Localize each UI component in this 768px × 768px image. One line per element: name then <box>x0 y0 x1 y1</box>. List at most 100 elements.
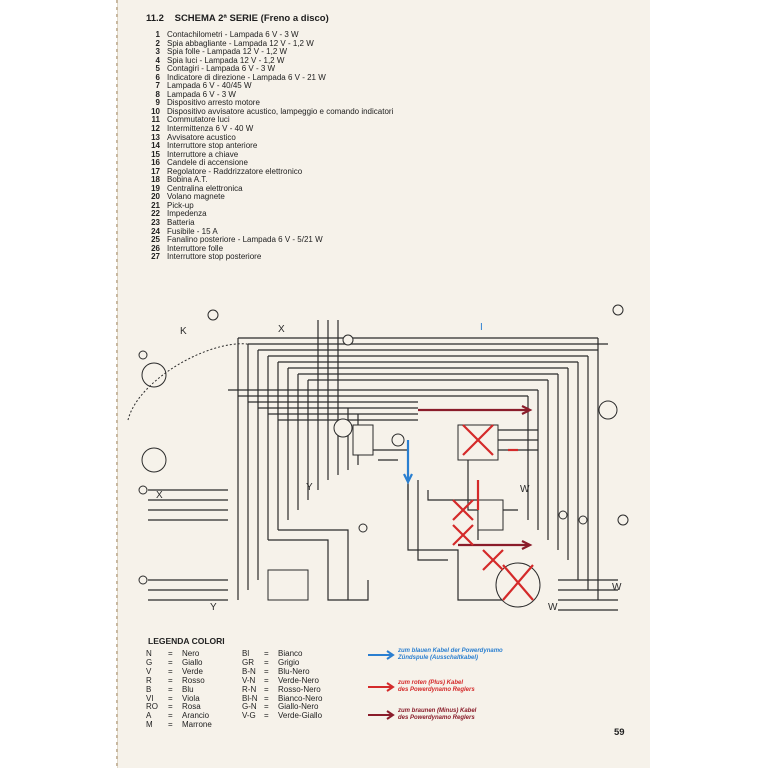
color-name: Viola <box>182 693 200 703</box>
annotation-marks <box>403 405 534 601</box>
part-number: 16 <box>151 158 160 168</box>
part-description: Contachilometri - Lampada 6 V - 3 W <box>167 30 299 39</box>
part-description: Contagiri - Lampada 6 V - 3 W <box>167 64 276 74</box>
part-description: Fanalino posteriore - Lampada 6 V - 5/21… <box>167 235 323 245</box>
label-blue-mark: I <box>480 322 483 333</box>
part-description: Bobina A.T. <box>167 175 208 185</box>
annotation-blue-line1: zum blauen Kabel der Powerdynamo <box>398 648 503 654</box>
section-number: 11.2 <box>146 13 164 24</box>
part-item: 16 Candele di accensione <box>142 159 402 168</box>
annotation-blue: zum blauen Kabel der Powerdynamo Zündspu… <box>368 648 503 662</box>
legend-entry: B-N=Blu-Nero <box>242 666 322 677</box>
equals-sign: = <box>264 657 269 667</box>
part-description: Commutatore luci <box>167 115 230 125</box>
label-x-top: X <box>278 324 285 335</box>
annotation-red-line2: des Powerdynamo Reglers <box>398 687 475 693</box>
part-description: Dispositivo avvisatore acustico, lampegg… <box>167 106 394 116</box>
equals-sign: = <box>264 693 269 703</box>
part-description: Interruttore folle <box>167 243 224 253</box>
part-number: 21 <box>151 200 160 210</box>
annotation-red-line1: zum roten (Plus) Kabel <box>398 680 464 686</box>
equals-sign: = <box>264 649 269 658</box>
color-code: V-G <box>242 711 256 721</box>
part-description: Dispositivo arresto motore <box>167 98 260 108</box>
equals-sign: = <box>168 657 173 667</box>
legend-entry: V-N = Verde-Nero <box>242 675 322 686</box>
part-number: 11 <box>151 115 160 125</box>
color-code: A <box>146 711 152 721</box>
equals-sign: = <box>264 666 269 676</box>
part-item: 5 Contagiri - Lampada 6 V - 3 W <box>142 65 402 74</box>
part-number: 15 <box>151 149 160 159</box>
color-code: V-N <box>242 675 256 685</box>
equals-sign: = <box>168 711 173 721</box>
legend-entry: N=Nero <box>146 649 212 659</box>
part-description: Avvisatore acustico <box>167 132 236 142</box>
color-code: Bl <box>242 649 250 658</box>
color-name: Blu-Nero <box>278 666 310 676</box>
part-description: Indicatore di direzione - Lampada 6 V - … <box>167 72 326 82</box>
color-name: Grigio <box>278 657 300 667</box>
annotation-red: zum roten (Plus) Kabel des Powerdynamo R… <box>368 680 475 694</box>
brown-arrow-icon <box>368 710 395 720</box>
label-y-left: Y <box>210 602 217 613</box>
label-w-mid: W <box>520 484 530 495</box>
part-description: Candele di accensione <box>167 158 248 168</box>
part-item: 11 Commutatore luci <box>142 116 402 125</box>
legend-entry: Bl=Bianco <box>242 649 322 659</box>
color-name: Verde <box>182 666 203 676</box>
color-code: G-N <box>242 702 257 712</box>
legend-entry: GR=Grigio <box>242 657 322 668</box>
wire-harness <box>148 320 618 611</box>
color-code: B <box>146 684 152 694</box>
manual-page <box>116 0 650 768</box>
equals-sign: = <box>168 702 173 712</box>
annotation-brown-line2: des Powerdynamo Reglers <box>398 715 475 721</box>
part-number: 8 <box>155 89 160 99</box>
color-name: Verde-Nero <box>278 675 319 685</box>
label-w-bottom: W <box>548 602 558 613</box>
part-number: 17 <box>151 166 160 176</box>
part-description: Impedenza <box>167 209 207 219</box>
equals-sign: = <box>264 675 269 685</box>
color-name: Verde-Giallo <box>278 711 323 721</box>
legend-entry: A = Arancio <box>146 711 212 721</box>
legend-entry: VI=Viola <box>146 693 212 704</box>
color-code: R <box>146 675 152 685</box>
part-description: Fusibile - 15 A <box>167 226 218 236</box>
part-number: 9 <box>155 98 160 108</box>
part-description: Centralina elettronica <box>167 183 243 193</box>
section-title: SCHEMA 2ª SERIE (Freno a disco) <box>174 13 329 24</box>
color-code: Bl-N <box>242 693 258 703</box>
color-name: Arancio <box>182 711 210 721</box>
part-number: 19 <box>151 183 160 193</box>
part-number: 5 <box>155 64 160 74</box>
legend-entry: B=Blu <box>146 684 212 695</box>
color-code: VI <box>146 693 154 703</box>
part-description: Spia luci - Lampada 12 V - 1,2 W <box>167 55 285 65</box>
part-item: 9 Dispositivo arresto motore <box>142 99 402 108</box>
wiring-diagram: K X X Y Y W W W I <box>127 304 629 613</box>
blue-arrow-icon <box>368 650 395 660</box>
flasher-unit <box>352 424 374 456</box>
connector-block <box>267 569 309 601</box>
legend-entry: G=Giallo <box>146 657 212 668</box>
taillamp-icon <box>598 400 618 420</box>
headlamp-top-icon <box>141 362 167 388</box>
